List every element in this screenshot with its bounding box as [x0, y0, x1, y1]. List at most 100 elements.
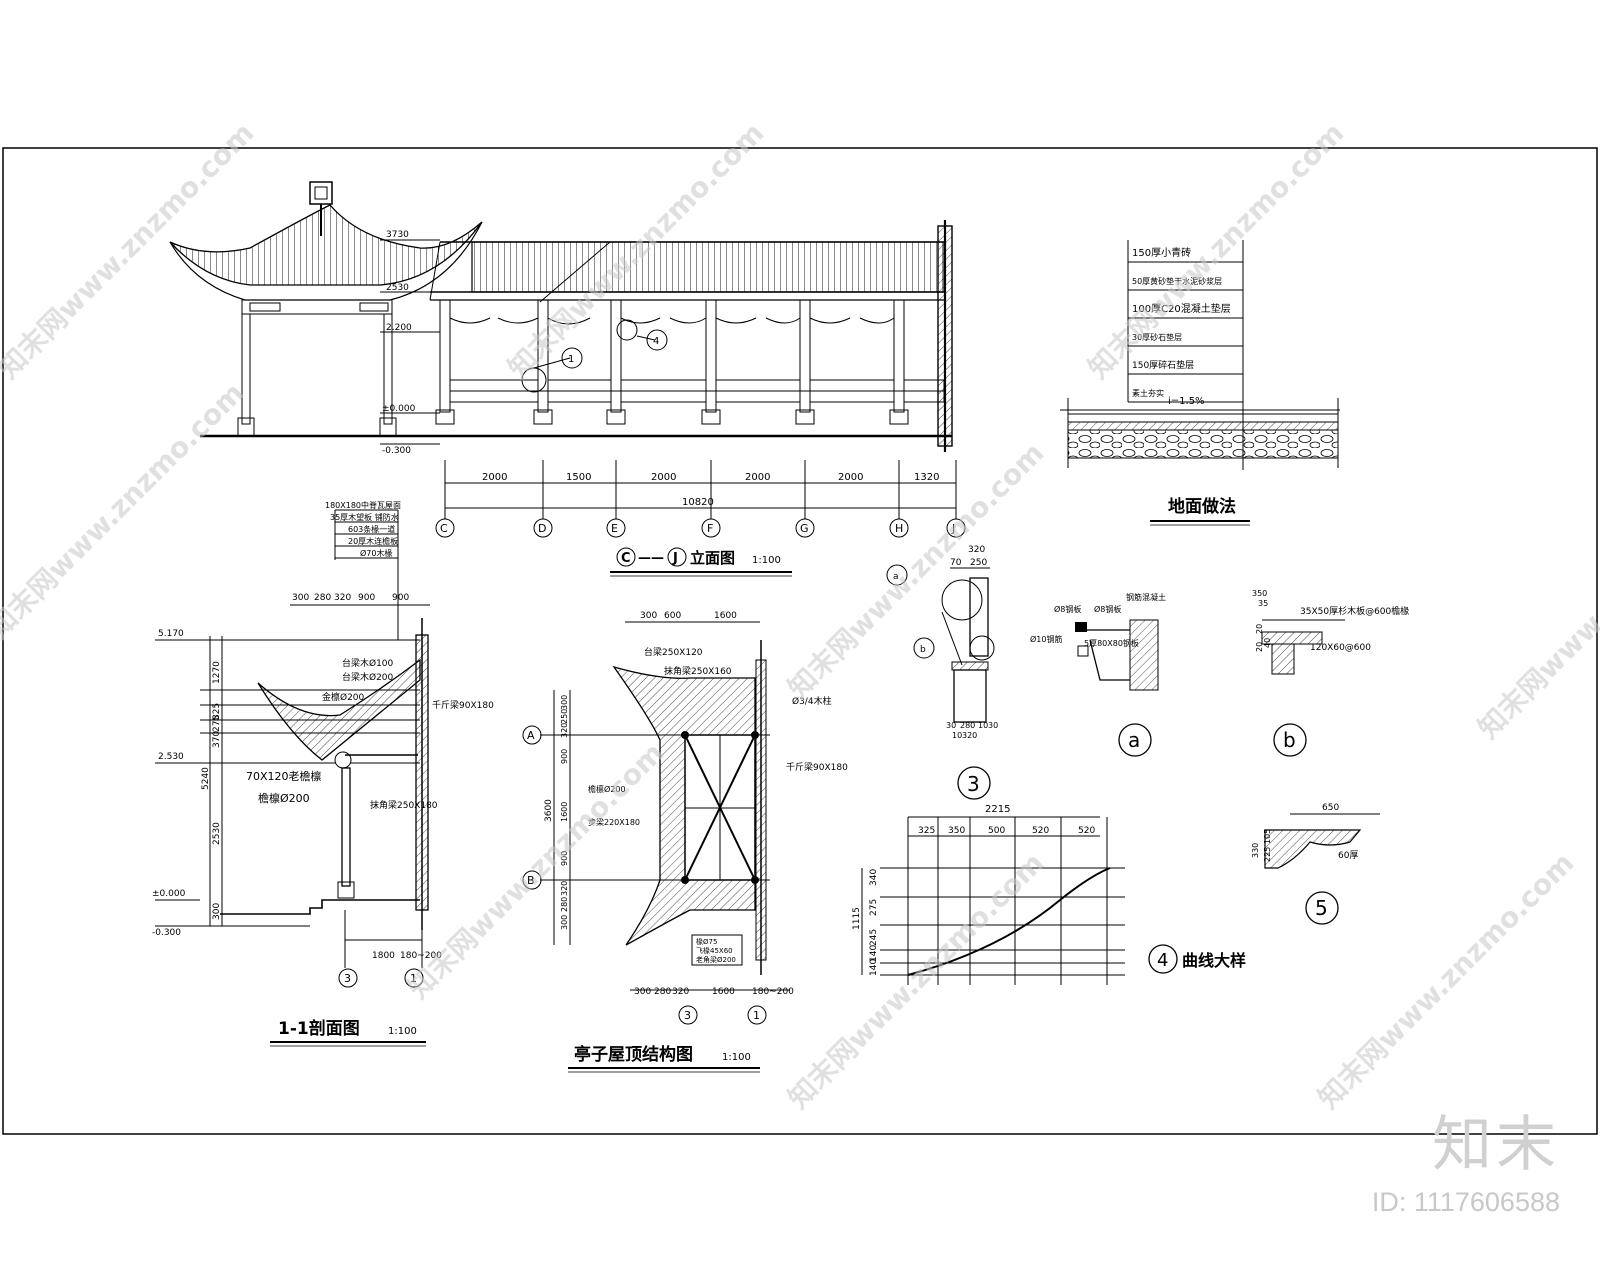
detail-3: 320 70 250 a b 30 280 10 320 10 30 3 [886, 545, 998, 800]
svg-text:280: 280 [560, 897, 569, 912]
svg-text:280: 280 [960, 721, 975, 730]
svg-text:G: G [800, 522, 809, 535]
svg-text:900: 900 [392, 593, 409, 603]
elev-callout-4 [646, 329, 668, 351]
detail-b: 35X50厚杉木板@600檐椽 120X60@600 350 35 20 20 … [1252, 589, 1409, 757]
svg-text:椽Ø75: 椽Ø75 [696, 937, 717, 946]
svg-text:120X60@600: 120X60@600 [1310, 643, 1371, 653]
section-note-3: 20厚木连檐板 [348, 536, 398, 546]
svg-text:知末网www.znzmo.com: 知末网www.znzmo.com [0, 116, 260, 385]
sheet-border [2, 147, 1598, 1135]
svg-text:Ø8钢板: Ø8钢板 [1094, 604, 1121, 614]
svg-text:抹角梁250X160: 抹角梁250X160 [664, 665, 732, 677]
svg-text:275: 275 [212, 715, 222, 732]
svg-text:300: 300 [560, 695, 569, 710]
svg-text:檐檩Ø200: 檐檩Ø200 [588, 784, 626, 794]
svg-text:320: 320 [334, 593, 351, 603]
svg-text:20: 20 [1255, 624, 1264, 634]
elev-level-2: 2.200 [386, 323, 412, 333]
svg-text:知末网www.znzmo.com: 知末网www.znzmo.com [1082, 116, 1351, 385]
section-label-2: 金檩Ø200 [322, 691, 365, 703]
section-title: 1-1剖面图 [278, 1018, 360, 1039]
bay-dim-5: 1320 [914, 472, 939, 483]
section-label-1: 台梁木Ø200 [342, 671, 394, 683]
svg-text:知末网www.znzmo.com: 知末网www.znzmo.com [1312, 846, 1581, 1115]
svg-text:225: 225 [1263, 847, 1272, 862]
svg-text:275: 275 [869, 899, 879, 916]
elevation-view: 3730 2530 2.200 ±0.000 -0.300 [169, 181, 966, 577]
svg-text:320: 320 [962, 731, 977, 740]
svg-text:250: 250 [970, 558, 987, 568]
detail-a-label: a [1128, 728, 1140, 752]
svg-text:70: 70 [950, 558, 962, 568]
svg-text:280: 280 [654, 987, 671, 997]
svg-text:1800: 1800 [372, 951, 395, 961]
svg-text:180~200: 180~200 [752, 987, 794, 997]
elev-title: 立面图 [690, 549, 735, 567]
brand-watermark: 知末 ID: 1117606588 [1340, 1115, 1560, 1218]
section-label-4: 70X120老檐檩 [246, 769, 322, 783]
svg-text:180~200: 180~200 [400, 951, 442, 961]
svg-text:280: 280 [314, 593, 331, 603]
svg-text:知末网www.znzmo.com: 知末网www.znzmo.com [1472, 476, 1600, 745]
svg-text:4: 4 [653, 336, 659, 347]
svg-text:F: F [707, 522, 713, 535]
svg-text:千斤梁90X180: 千斤梁90X180 [786, 761, 848, 773]
svg-text:1: 1 [568, 354, 574, 365]
bay-dim-1: 1500 [566, 472, 591, 483]
floor-layer-0: 150厚小青砖 [1132, 246, 1191, 259]
svg-text:140: 140 [869, 945, 879, 962]
elev-scale: 1:100 [752, 555, 781, 566]
detail-5: 650 330 225 105 60厚 5 [1251, 803, 1380, 925]
svg-text:2215: 2215 [985, 804, 1010, 815]
svg-text:350: 350 [948, 826, 965, 836]
svg-text:1115: 1115 [852, 907, 862, 930]
corridor-columns [435, 299, 909, 425]
section-note-4: Ø70木椽 [360, 548, 392, 558]
floor-title: 地面做法 [1168, 496, 1236, 517]
svg-text:Ø8钢板: Ø8钢板 [1054, 604, 1081, 614]
svg-text:D: D [538, 522, 546, 535]
svg-text:H: H [895, 522, 903, 535]
svg-text:300: 300 [560, 915, 569, 930]
detail5-label: 5 [1315, 896, 1328, 920]
floor-layer-2: 100厚C20混凝土垫层 [1132, 302, 1231, 315]
floor-layer-4: 150厚碎石垫层 [1132, 359, 1194, 371]
svg-text:320: 320 [560, 723, 569, 738]
svg-text:350: 350 [1252, 589, 1267, 598]
svg-text:325: 325 [918, 826, 935, 836]
svg-text:步梁220X180: 步梁220X180 [588, 818, 640, 827]
floor-detail: 150厚小青砖 50厚黄砂垫干水泥砂浆层 100厚C20混凝土垫层 30厚砂石垫… [1060, 240, 1340, 526]
svg-text:40: 40 [1263, 638, 1272, 648]
svg-text:3600: 3600 [544, 799, 554, 822]
floor-layer-3: 30厚砂石垫层 [1132, 332, 1182, 342]
svg-text:60厚: 60厚 [1338, 850, 1358, 861]
section-scale: 1:100 [388, 1026, 417, 1037]
section-note-1: 35厚木望板 铺防水 [330, 512, 399, 522]
svg-text:知末网www.znzmo.com: 知末网www.znzmo.com [0, 376, 250, 645]
svg-text:B: B [527, 874, 535, 887]
svg-text:105: 105 [1263, 829, 1272, 844]
svg-text:知末网www.znzmo.com: 知末网www.znzmo.com [402, 736, 671, 1005]
floor-slope: i=1.5% [1168, 396, 1205, 407]
curve-num: 4 [1157, 950, 1168, 971]
elev-callout-1 [561, 347, 583, 369]
floor-layer-5: 素土夯实 [1132, 388, 1164, 398]
svg-text:Ø10钢筋: Ø10钢筋 [1030, 634, 1062, 644]
svg-text:老角梁Ø200: 老角梁Ø200 [696, 955, 736, 964]
svg-text:2530: 2530 [212, 822, 222, 845]
elev-title-dash: —— [638, 551, 664, 566]
brand-logo: 知末 [1432, 1110, 1560, 1180]
image-id-text: ID: 1117606588 [1371, 1187, 1560, 1217]
roof-plan: 300 600 1600 台梁250X120 抹角梁250X160 Ø3/4木柱… [522, 611, 848, 1073]
svg-text:台梁250X120: 台梁250X120 [644, 646, 703, 658]
svg-text:300: 300 [634, 987, 651, 997]
roof-scale: 1:100 [722, 1052, 751, 1063]
section-level-2: ±0.000 [152, 889, 186, 899]
svg-text:35X50厚杉木板@600檐椽: 35X50厚杉木板@600檐椽 [1300, 605, 1409, 617]
bay-dim-4: 2000 [838, 472, 863, 483]
svg-text:140: 140 [869, 959, 879, 976]
svg-text:1600: 1600 [714, 611, 737, 621]
svg-text:3: 3 [684, 1009, 691, 1022]
